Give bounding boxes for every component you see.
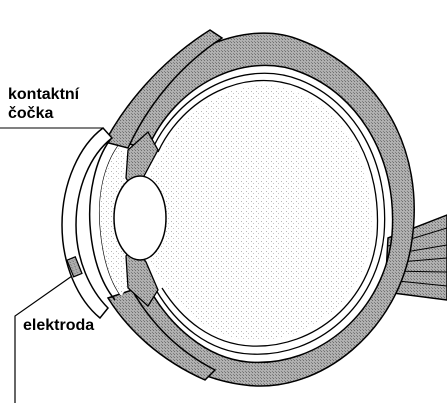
contact-lens-label: kontaktní čočka [8, 85, 79, 123]
vitreous-body [140, 86, 372, 340]
contact-lens-label-line1: kontaktní [8, 85, 79, 104]
contact-lens-label-line2: čočka [8, 104, 79, 123]
electrode-leader-line [15, 276, 72, 403]
electrode-label: elektroda [23, 316, 94, 335]
crystalline-lens [114, 176, 166, 260]
